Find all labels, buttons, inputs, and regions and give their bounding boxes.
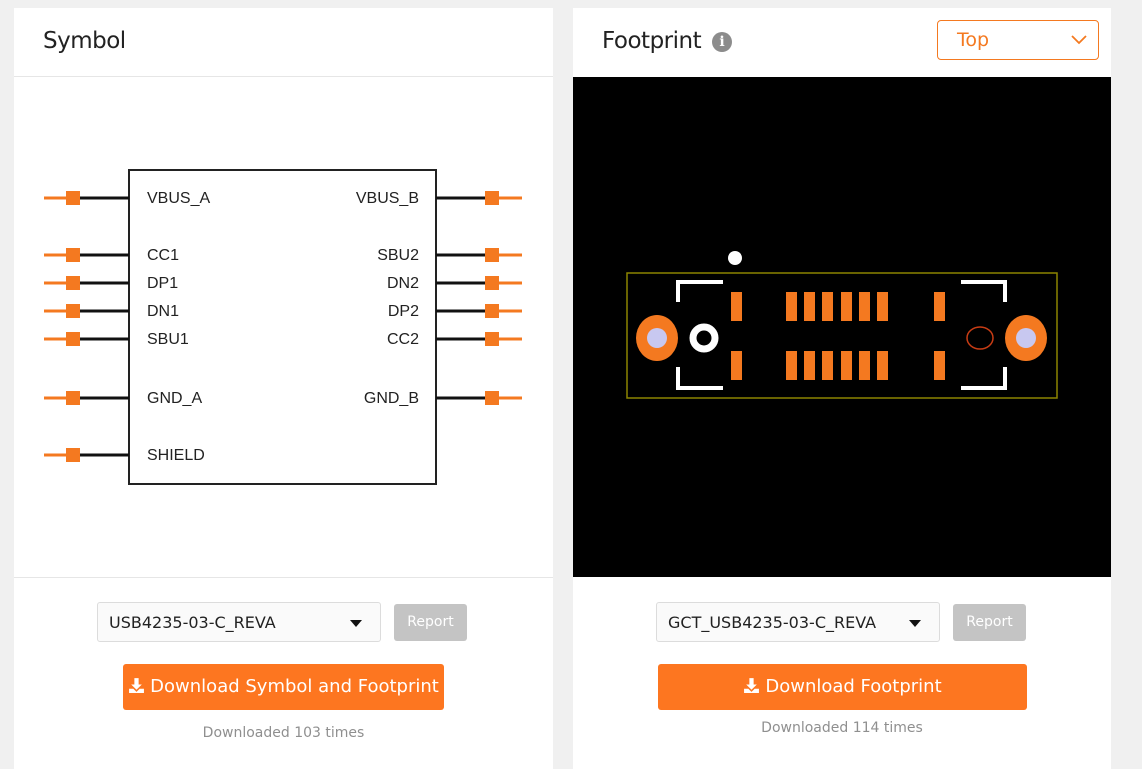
pin-label: DP1 (147, 275, 178, 292)
silkscreen-corner (961, 367, 1007, 390)
layer-select-value: Top (957, 29, 990, 51)
drill-hole (647, 328, 667, 348)
symbol-download-count: Downloaded 103 times (202, 725, 365, 741)
alignment-hole (689, 323, 719, 353)
smd-pad (822, 292, 833, 321)
caret-down-icon (909, 620, 921, 627)
symbol-pin: DN2 (387, 275, 522, 292)
smd-pad (804, 292, 815, 321)
symbol-pin: VBUS_B (356, 190, 522, 207)
footprint-title: Footprint (602, 28, 702, 54)
smd-pad (859, 292, 870, 321)
symbol-pin: VBUS_A (44, 190, 210, 207)
pin-label: SHIELD (147, 447, 205, 464)
symbol-pin: DP1 (44, 275, 178, 292)
symbol-pin: GND_A (44, 390, 202, 407)
symbol-title: Symbol (43, 28, 126, 54)
pin-label: SBU1 (147, 331, 189, 348)
symbol-variant-value: USB4235-03-C_REVA (109, 613, 276, 632)
pin-label: GND_B (364, 390, 419, 407)
symbol-pin: SBU2 (377, 247, 522, 264)
pin-label: VBUS_A (147, 190, 210, 207)
pin-label: GND_A (147, 390, 202, 407)
info-icon[interactable]: i (712, 32, 732, 52)
footprint-panel: Footprint i Top (573, 8, 1111, 769)
symbol-pin: CC1 (44, 247, 179, 264)
smd-pad (786, 351, 797, 380)
footprint-download-count: Downloaded 114 times (761, 720, 923, 736)
smd-pad (877, 292, 888, 321)
symbol-report-button[interactable]: Report (394, 604, 467, 641)
smd-pad (731, 351, 742, 380)
pin-label: CC2 (387, 331, 419, 348)
smd-pad (786, 292, 797, 321)
smd-pad (934, 351, 945, 380)
layer-select[interactable]: Top (937, 20, 1099, 60)
symbol-pin: DP2 (388, 303, 522, 320)
smd-pad (841, 351, 852, 380)
smd-pad (804, 351, 815, 380)
download-icon (129, 678, 145, 693)
symbol-header: Symbol (14, 8, 553, 76)
footprint-variant-select[interactable]: GCT_USB4235-03-C_REVA (656, 602, 940, 642)
download-footprint-button[interactable]: Download Footprint (658, 664, 1027, 710)
pin-label: DN2 (387, 275, 419, 292)
pin-label: SBU2 (377, 247, 419, 264)
pin1-marker (728, 251, 742, 265)
download-icon (744, 678, 760, 693)
footprint-variant-value: GCT_USB4235-03-C_REVA (668, 613, 877, 632)
smd-pad (877, 351, 888, 380)
pin-label: CC1 (147, 247, 179, 264)
pin-label: DP2 (388, 303, 419, 320)
chevron-down-icon (1071, 35, 1087, 45)
footprint-header: Footprint i Top (573, 8, 1111, 76)
smd-pad (934, 292, 945, 321)
smd-pad (822, 351, 833, 380)
pin-label: VBUS_B (356, 190, 419, 207)
silkscreen-corner (676, 367, 723, 390)
silkscreen-corner (961, 280, 1007, 302)
pin-label: DN1 (147, 303, 179, 320)
download-symbol-footprint-button[interactable]: Download Symbol and Footprint (123, 664, 444, 710)
symbol-pin: DN1 (44, 303, 179, 320)
caret-down-icon (350, 620, 362, 627)
pcb-footprint (626, 251, 1058, 399)
smd-pad (841, 292, 852, 321)
header-divider (14, 76, 553, 77)
symbol-pin: CC2 (387, 331, 522, 348)
drill-hole (1016, 328, 1036, 348)
component-body (128, 169, 437, 485)
symbol-pin: SHIELD (44, 447, 205, 464)
component-outline (626, 272, 1058, 399)
preview-divider (14, 577, 553, 578)
silkscreen-corner (676, 280, 723, 302)
smd-pad (731, 292, 742, 321)
symbol-pin: GND_B (364, 390, 522, 407)
symbol-pin: SBU1 (44, 331, 189, 348)
footprint-preview (573, 77, 1111, 577)
npth-outline (966, 326, 994, 350)
download-label: Download Footprint (765, 676, 942, 697)
download-label: Download Symbol and Footprint (150, 676, 439, 697)
smd-pad (859, 351, 870, 380)
symbol-variant-select[interactable]: USB4235-03-C_REVA (97, 602, 381, 642)
footprint-report-button[interactable]: Report (953, 604, 1026, 641)
